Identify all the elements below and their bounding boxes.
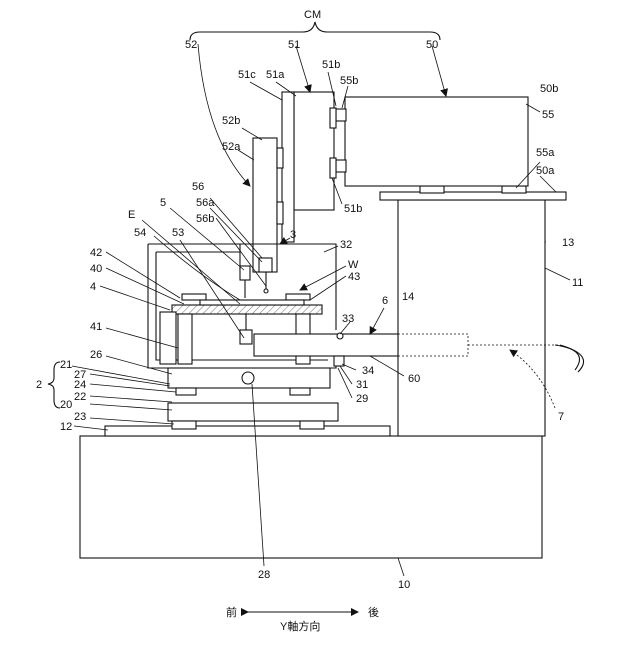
panel-51 [294, 92, 334, 210]
clamp-left [182, 294, 206, 300]
plate-12 [105, 426, 390, 436]
foot-right-55a [502, 186, 526, 193]
label-50a: 50a [536, 165, 555, 177]
cable-11 [555, 345, 580, 370]
label-33: 33 [342, 313, 354, 325]
tab-51b-bot [330, 158, 336, 178]
foot-24-left [176, 388, 196, 395]
label-56: 56 [192, 181, 204, 193]
label-53: 53 [172, 227, 184, 239]
label-29: 29 [356, 393, 368, 405]
label-56b: 56b [196, 213, 214, 225]
workpiece-w [200, 300, 304, 305]
label-w: W [348, 259, 359, 271]
clamp-52b [277, 148, 283, 168]
label-24: 24 [74, 379, 86, 391]
axis-caption: Y軸方向 [280, 619, 320, 633]
label-e: E [128, 209, 135, 221]
base-10 [80, 436, 542, 558]
label-43: 43 [348, 271, 360, 283]
label-41: 41 [90, 321, 102, 333]
plate-50a [380, 192, 566, 200]
label-22: 22 [74, 391, 86, 403]
label-13: 13 [562, 237, 574, 249]
label-60: 60 [408, 373, 420, 385]
knob-28 [242, 372, 254, 384]
label-3: 3 [290, 229, 296, 241]
table-42 [172, 305, 322, 314]
foot-24-right [290, 388, 310, 395]
label-55: 55 [542, 109, 554, 121]
unit-50-box [345, 97, 528, 186]
label-14: 14 [402, 291, 414, 303]
axis-front: 前 [226, 605, 237, 619]
label-52b: 52b [222, 115, 240, 127]
clamp-right [286, 294, 310, 300]
axis-back: 後 [368, 605, 379, 619]
tool-53-body [240, 330, 252, 344]
stage-20 [168, 403, 338, 421]
label-4: 4 [90, 281, 96, 293]
cm-brace [190, 22, 440, 40]
block-55b-top [336, 109, 346, 121]
label-21: 21 [60, 359, 72, 371]
label-51b-top: 51b [322, 59, 340, 71]
label-26: 26 [90, 349, 102, 361]
post-left [160, 312, 176, 364]
label-7: 7 [558, 411, 564, 423]
arm-6 [254, 334, 398, 356]
cable-11b [560, 345, 584, 372]
label-51b-bot: 51b [344, 203, 362, 215]
foot-left-55a [420, 186, 444, 193]
label-50: 50 [426, 39, 438, 51]
label-20: 20 [60, 399, 72, 411]
foot-23-left [172, 421, 196, 429]
label-6: 6 [382, 295, 388, 307]
probe-56-tip [264, 289, 268, 293]
label-28: 28 [258, 569, 270, 581]
label-55b: 55b [340, 75, 358, 87]
label-52: 52 [185, 39, 197, 51]
label-51: 51 [288, 39, 300, 51]
label-50b: 50b [540, 83, 558, 95]
label-55a: 55a [536, 147, 555, 159]
label-cm: CM [304, 9, 321, 21]
label-32: 32 [340, 239, 352, 251]
leg-41-left [178, 314, 192, 364]
label-54: 54 [134, 227, 146, 239]
brace-2 [48, 362, 60, 408]
label-42: 42 [90, 247, 102, 259]
label-51c: 51c [238, 69, 256, 81]
label-10: 10 [398, 579, 410, 591]
foot-23-right [300, 421, 324, 429]
label-52a: 52a [222, 141, 241, 153]
label-51a: 51a [266, 69, 285, 81]
label-11: 11 [572, 277, 583, 289]
label-31: 31 [356, 379, 368, 391]
clamp-52a [277, 202, 283, 224]
label-2: 2 [36, 379, 42, 391]
label-5: 5 [160, 197, 166, 209]
column-13 [398, 200, 545, 436]
label-40: 40 [90, 263, 102, 275]
tab-51b-top [330, 108, 336, 128]
label-34: 34 [362, 365, 374, 377]
label-56a: 56a [196, 197, 215, 209]
probe-56-body [259, 258, 272, 272]
label-23: 23 [74, 411, 86, 423]
label-12: 12 [60, 421, 72, 433]
block-55b-bottom [336, 160, 346, 172]
panel-51-strip [282, 92, 294, 242]
